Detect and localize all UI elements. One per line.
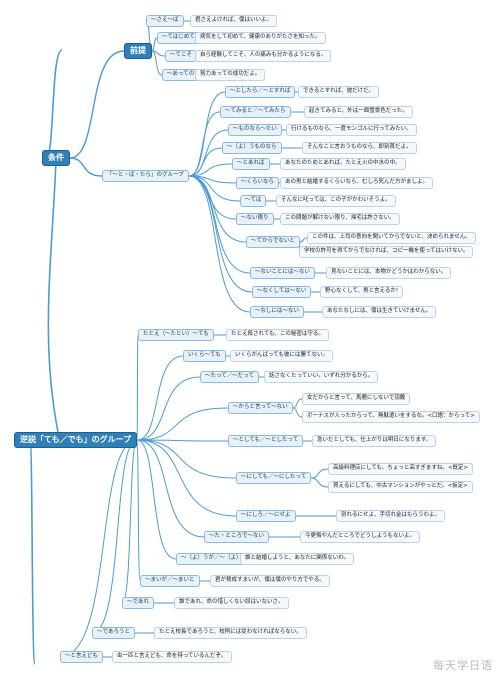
group-pattern: ～なしには～ない (250, 306, 305, 318)
connector-line (121, 439, 138, 604)
connector-line (136, 439, 237, 517)
group-pattern: ～なくしては～ない (252, 286, 312, 298)
concession-example: 虫一匹と言えども、命を持っているんだぞ。 (112, 651, 232, 663)
connector-line (188, 175, 241, 202)
connector-line (91, 439, 138, 634)
connector-line (47, 159, 59, 433)
connector-line (69, 157, 103, 177)
connector-line (299, 237, 308, 243)
group-pattern: ～てからでないと (246, 236, 300, 248)
concession-pattern: ～であろうと (92, 627, 135, 639)
concession-pattern: たとえ（～たとい）～ても (138, 329, 214, 341)
connector-line (310, 477, 329, 488)
concession-example: 今更悔やんだところでどうしようもないよ。 (300, 531, 420, 543)
premise-pattern: ～てこそ (165, 50, 198, 62)
connector-line (136, 376, 201, 441)
concession-example: 急いだとしても、仕上がりは明日になります。 (312, 435, 437, 447)
concession-example: たとえ殺されても、この秘密は守る。 (226, 329, 329, 341)
group-example: 行けるものなら、一度モンゴルに行ってみたい。 (286, 124, 417, 136)
concession-root: 逆説「ても／でも」のグループ (14, 432, 138, 448)
concession-pattern: いくら～ても (183, 350, 226, 362)
concession-example: いくらがんばっても彼には勝てない。 (230, 350, 333, 362)
connector-line (136, 439, 205, 538)
connector-line (188, 91, 226, 177)
concession-pattern: ～であれ (122, 597, 154, 609)
group-pattern: ～てみると／～てみたら (220, 106, 291, 118)
connector-line (292, 398, 303, 409)
group-pattern: ～とあれば (232, 158, 270, 170)
group-tobatara: 「～と・ば・たら」のグループ (102, 170, 189, 182)
concession-pattern: ～からと言って～ない (228, 402, 293, 414)
premise-pattern: ～てはじめて (157, 32, 200, 44)
connector-line (136, 439, 229, 442)
connector-line (69, 50, 125, 159)
concession-pattern: ～と言えども (60, 651, 104, 663)
connector-line (136, 407, 229, 441)
watermark: 每天学日语 (433, 659, 493, 672)
premise-pattern: ～さえ～ば (146, 15, 184, 27)
connector-line (29, 439, 36, 665)
connector-line (136, 439, 141, 582)
concession-example: 君が賛成すまいが、僕は僕のやり方でやる。 (210, 575, 330, 587)
concession-example: 話さなくたっていい。いずれ分かるから。 (264, 371, 379, 383)
group-pattern: ～としたら／～とすれば (225, 86, 296, 98)
group-pattern: ～ものなら～たい (228, 124, 283, 136)
group-example: あの男と結婚するくらいなら、むしろ死んだ方がましよ。 (280, 177, 434, 189)
concession-example: 誰と結婚しようと、あなたに関係ないわ。 (240, 553, 355, 565)
group-example: この問題が解けない限り、帰宅は許さない。 (280, 213, 400, 225)
connector-line (136, 355, 184, 441)
concession-example: 高級料理店にしても、ちょっと高すぎますね。<既定> (328, 463, 474, 475)
connector-line (136, 334, 139, 441)
group-pattern: ～ないことには～ない (250, 267, 316, 279)
concession-pattern: ～にしても／～にしたって (236, 472, 312, 484)
concession-pattern: ～たって／～だって (200, 371, 259, 383)
concession-pattern: ～にしろ／～にせよ (236, 510, 296, 522)
concession-example: 別れるにせよ、手切れ金はもらうわよ。 (336, 510, 446, 522)
group-pattern: ～（よ）うものなら (222, 142, 282, 154)
group-example: そんなこと言おうものなら、即刻首だよ。 (302, 142, 417, 154)
connector-line (292, 407, 303, 418)
connector-line (188, 147, 223, 177)
connector-line (188, 163, 233, 177)
concession-example: 買えるにしても、中古マンションがやっとだ。<仮定> (328, 481, 473, 493)
connector-line (59, 439, 138, 658)
group-example: 起きてみると、外は一面雪景色だった。 (304, 106, 413, 118)
group-pattern: ～くらいなら (236, 177, 280, 189)
premise-pattern: ～あっての (162, 69, 200, 81)
connector-line (188, 175, 251, 274)
connector-line (151, 50, 163, 76)
premise-example: 自ら経験してこそ、人の痛みも分かるようになる。 (195, 50, 332, 62)
concession-pattern: ～としても／～としたって (228, 435, 304, 447)
connector-line (188, 175, 251, 313)
group-example: 野心なくして、男と言えるか! (320, 286, 404, 298)
group-example: あなたのためとあれば、たとえ火の中水の中。 (280, 158, 406, 170)
connector-line (136, 439, 177, 560)
group-pattern: ～ては (240, 195, 267, 207)
group-example: あなたなしには、僕は生きていけません。 (322, 306, 437, 318)
condition-root: 条件 (42, 150, 70, 166)
connector-line (45, 49, 63, 159)
connector-line (136, 439, 237, 479)
group-example: 見ないことには、本物かどうかはわからない。 (326, 267, 452, 279)
premise-node: 前提 (124, 43, 152, 59)
connector-line (188, 111, 221, 177)
connector-line (310, 468, 329, 479)
group-pattern: ～ない限り (236, 213, 274, 225)
premise-example: 努力あっての成功だよ。 (195, 69, 266, 81)
concession-example: たとえ校長であろうと、校則には従わなければならない。 (154, 627, 307, 639)
group-example: できるとすれば、彼だけだ。 (298, 86, 380, 98)
concession-example: ボーナスが入ったからって、無駄遣いをするな。<口語：からって> (302, 411, 480, 423)
concession-pattern: ～た・ところで～ない (204, 531, 270, 543)
concession-example: 女だからと言って、馬鹿にしないで頂戴 (302, 393, 411, 405)
group-example: この件は、上司の意向を聞いてからでないと、決められません。 (307, 232, 476, 244)
concession-example: 誰であれ、命の惜しくない奴はいないさ。 (174, 597, 289, 609)
group-example: そんなに叱っては、この子がかわいそうよ。 (276, 195, 396, 207)
concession-pattern: ～まいが／～まいと (140, 575, 200, 587)
connector-line (188, 175, 253, 293)
premise-example: 君さえよければ、僕はいいよ。 (190, 15, 277, 27)
premise-example: 病気をして初めて、健康のありがたさを知った。 (195, 32, 326, 44)
group-example: 学校の許可を得てからでなければ、コピー機を使ってはいけない。 (299, 246, 474, 258)
